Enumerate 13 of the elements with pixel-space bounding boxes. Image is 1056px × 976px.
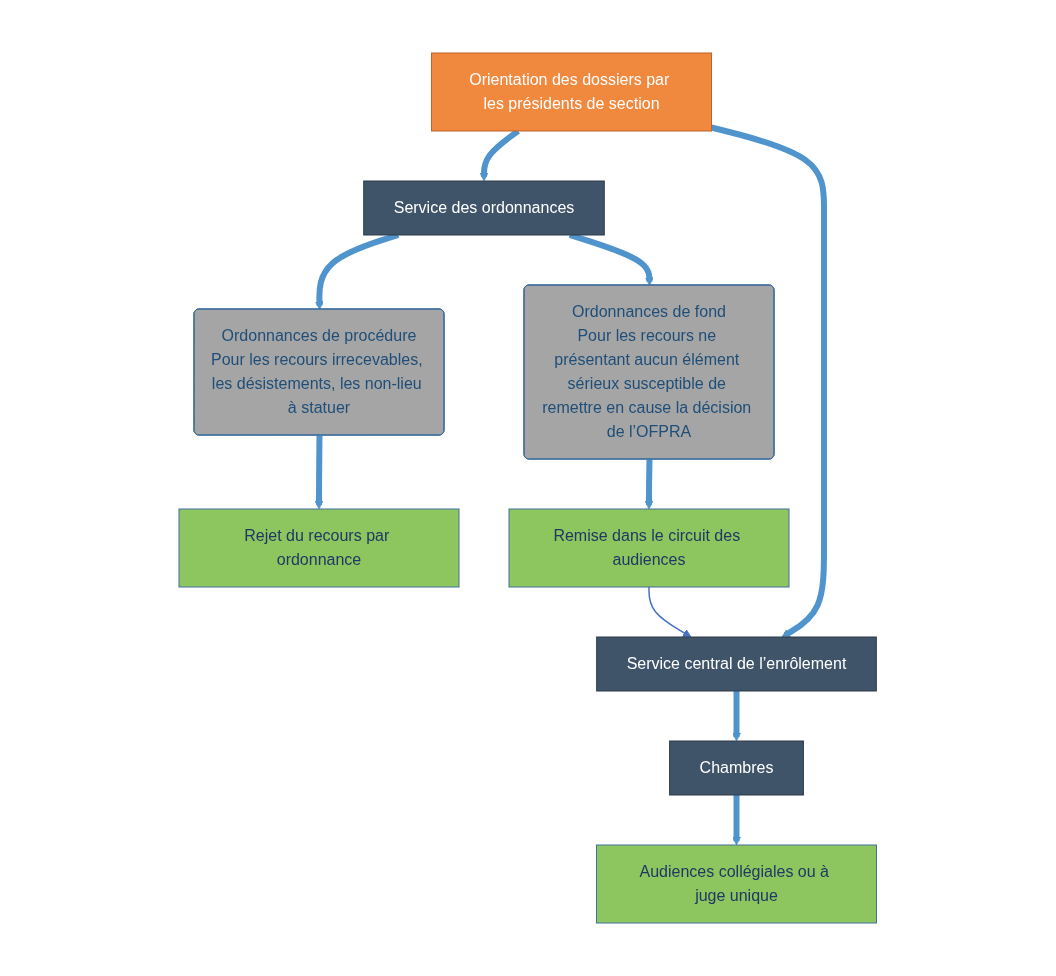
arrow — [732, 795, 742, 846]
node-box: Orientation des dossiers par les présidents de section — [431, 52, 713, 132]
node-box: Rejet du recours par ordonnance — [178, 508, 460, 588]
node-box: Remise dans le circuit des audiences — [508, 508, 790, 588]
node-box: Audiences collégiales ou à juge unique — [596, 844, 878, 924]
arrow — [644, 459, 654, 510]
node-box: Service central de l’enrôlement — [596, 636, 878, 692]
arrow — [314, 435, 324, 510]
arrow — [732, 691, 742, 742]
arrow — [711, 124, 828, 638]
arrow — [648, 586, 692, 638]
node-box: Chambres — [669, 740, 805, 796]
node-box: Service des ordonnances — [363, 180, 606, 236]
